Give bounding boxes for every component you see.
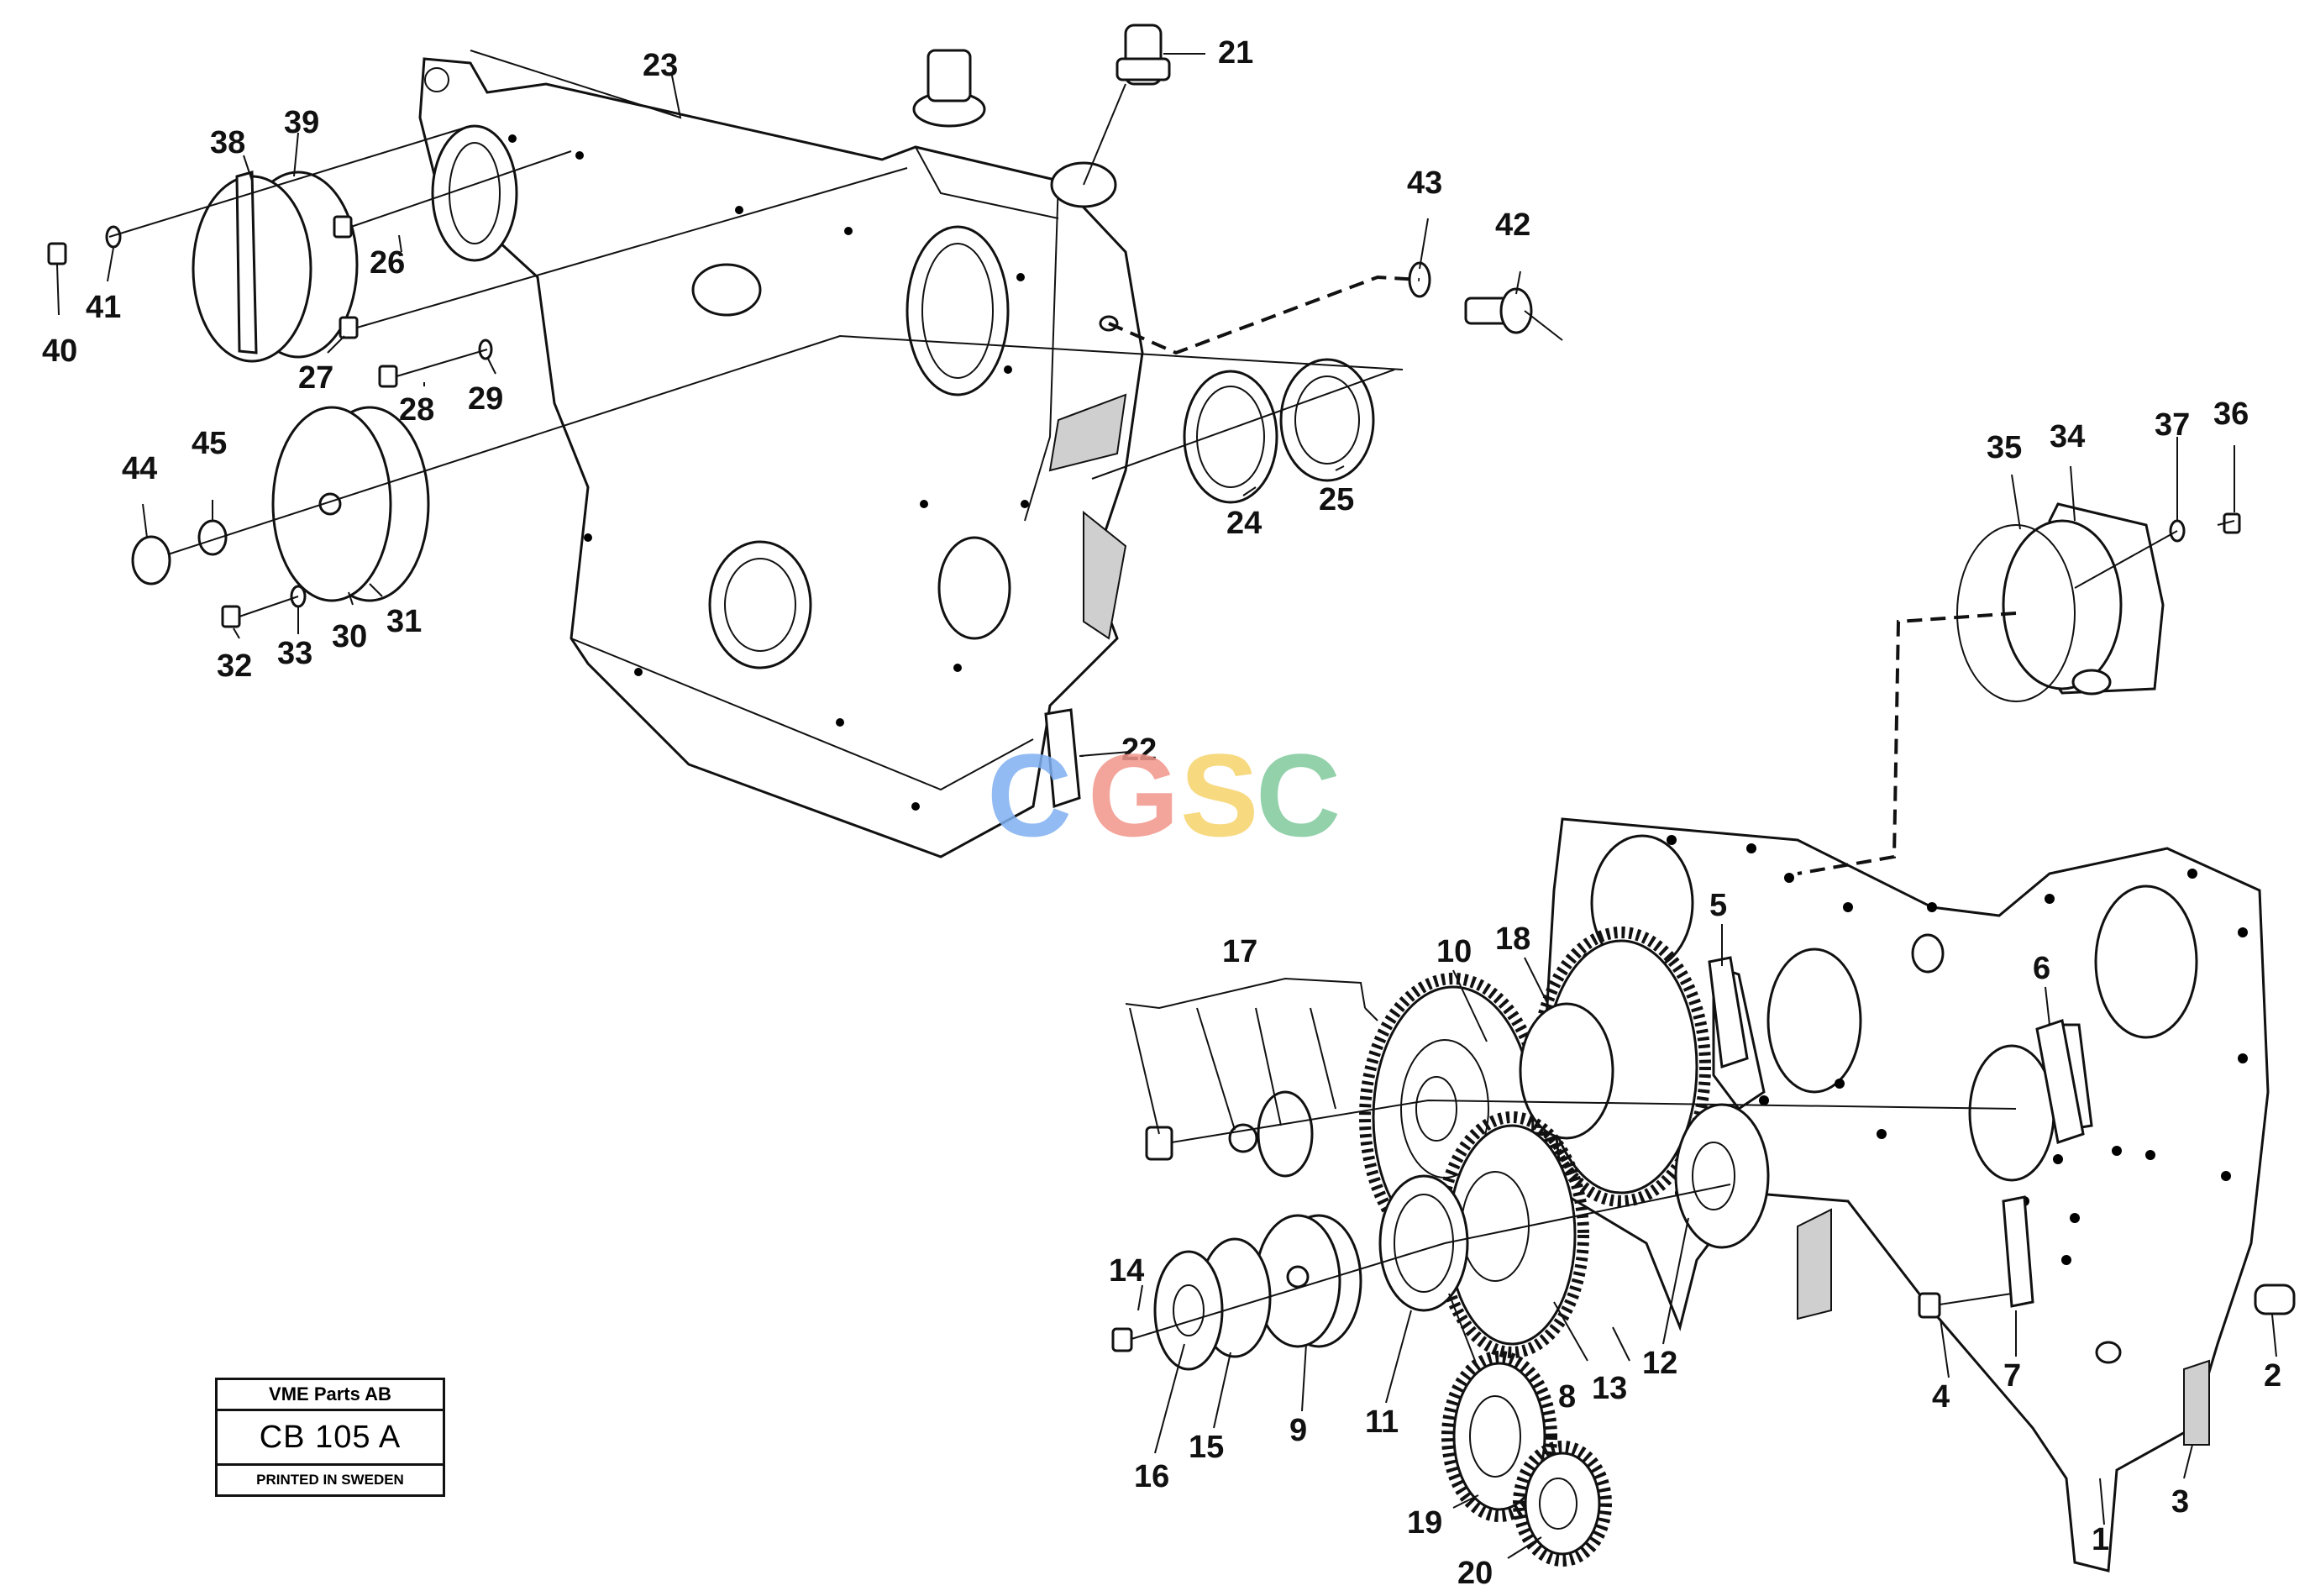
callout-27: 27	[298, 360, 333, 396]
callout-42: 42	[1495, 207, 1530, 243]
callout-6: 6	[2033, 951, 2050, 986]
callout-5: 5	[1709, 888, 1727, 923]
callout-36: 36	[2213, 396, 2249, 432]
seal-24-25	[1183, 358, 1375, 504]
callout-leaders	[56, 50, 2277, 1559]
stamp-company: VME Parts AB	[218, 1380, 443, 1411]
watermark-letter-g: G	[1088, 729, 1179, 861]
gear-19	[1441, 1351, 1557, 1522]
bushing-11	[1378, 1174, 1469, 1312]
callout-40: 40	[42, 333, 77, 369]
watermark-letter-s: S	[1180, 729, 1258, 861]
watermark-letter-c2: C	[1256, 729, 1341, 861]
callout-22: 22	[1121, 732, 1157, 768]
callout-44: 44	[122, 451, 157, 486]
callout-3: 3	[2171, 1484, 2189, 1520]
cover-34-35	[1956, 502, 2165, 702]
callout-45: 45	[192, 426, 227, 461]
cgsc-watermark: C G S C	[987, 729, 1341, 861]
callout-9: 9	[1289, 1413, 1307, 1448]
callout-10: 10	[1436, 934, 1472, 969]
callout-26: 26	[370, 245, 405, 281]
callout-12: 12	[1642, 1346, 1677, 1381]
callout-13: 13	[1592, 1371, 1627, 1406]
callout-18: 18	[1495, 921, 1530, 957]
callout-39: 39	[284, 105, 319, 140]
callout-23: 23	[643, 48, 678, 83]
callout-33: 33	[277, 636, 312, 671]
gear-18	[1519, 927, 1711, 1207]
callout-labels: 1 2 3 4 5 6 7 8 9 10 11 12 13 14 15 16 1…	[42, 35, 2281, 1591]
callout-43: 43	[1407, 165, 1442, 201]
callout-32: 32	[217, 648, 252, 684]
callout-15: 15	[1189, 1430, 1224, 1465]
callout-16: 16	[1134, 1459, 1169, 1494]
stamp-code: CB 105 A	[218, 1411, 443, 1466]
callout-17: 17	[1222, 934, 1257, 969]
callout-11: 11	[1365, 1404, 1399, 1440]
callout-31: 31	[386, 604, 422, 639]
centre-lines	[108, 83, 2235, 1340]
callout-8: 8	[1558, 1379, 1576, 1415]
washer-17	[1228, 1090, 1314, 1178]
callout-20: 20	[1457, 1556, 1493, 1591]
callout-35: 35	[1987, 430, 2022, 465]
hub-12	[1674, 1103, 1770, 1249]
callout-37: 37	[2155, 407, 2190, 443]
callout-14: 14	[1109, 1253, 1144, 1289]
callout-25: 25	[1319, 482, 1354, 517]
plate-14	[1153, 1250, 1224, 1371]
callout-21: 21	[1218, 35, 1253, 71]
callout-24: 24	[1226, 506, 1262, 541]
callout-38: 38	[210, 125, 245, 160]
small-parts	[47, 24, 2296, 1352]
cover-38-39	[192, 171, 359, 363]
timing-plate	[1544, 817, 2270, 1572]
stamp-printed: PRINTED IN SWEDEN	[256, 1472, 404, 1488]
timing-gear-casing	[418, 49, 1144, 858]
callout-28: 28	[399, 392, 434, 428]
callout-29: 29	[468, 381, 503, 417]
callout-4: 4	[1932, 1379, 1950, 1415]
callout-34: 34	[2050, 419, 2085, 454]
watermark-letter-c1: C	[987, 729, 1072, 861]
callout-30: 30	[332, 619, 367, 654]
gear-20	[1513, 1441, 1612, 1567]
callout-41: 41	[86, 290, 121, 325]
callout-1: 1	[2092, 1522, 2109, 1557]
callout-2: 2	[2264, 1358, 2281, 1394]
title-stamp: VME Parts AB CB 105 A PRINTED IN SWEDEN	[215, 1378, 445, 1497]
callout-19: 19	[1407, 1505, 1442, 1541]
cover-30-31	[271, 406, 430, 602]
callout-7: 7	[2003, 1358, 2021, 1394]
hub-9	[1254, 1214, 1362, 1348]
